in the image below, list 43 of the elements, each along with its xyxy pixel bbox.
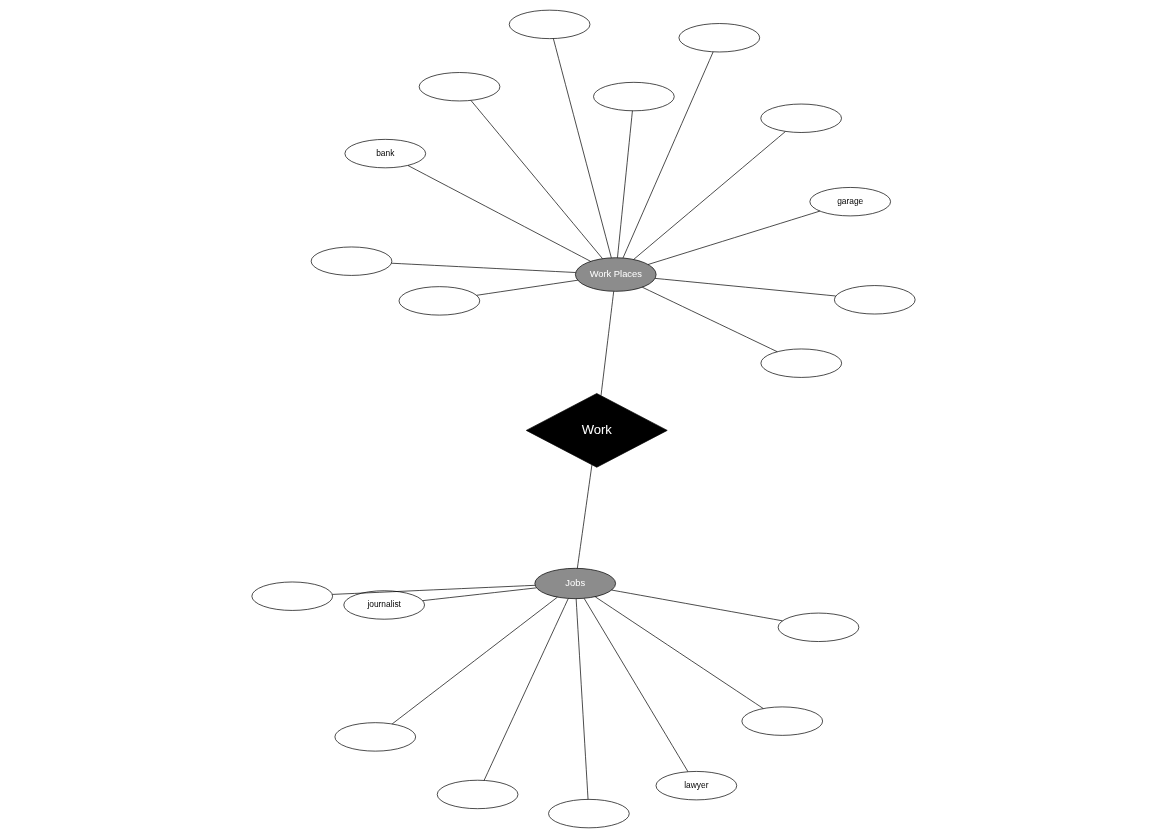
node-ellipse: lawyer (655, 771, 738, 801)
node-ellipse (741, 706, 823, 736)
node-ellipse (678, 23, 761, 53)
connector (642, 286, 778, 353)
connector (654, 278, 837, 297)
connector (647, 210, 821, 265)
connector (600, 291, 615, 396)
node-ellipse: journalist (343, 590, 425, 620)
connector (553, 38, 612, 259)
node-ellipse (777, 612, 860, 642)
node-ellipse (251, 581, 333, 611)
connector (577, 464, 593, 569)
node-ellipse (760, 348, 842, 378)
node-ellipse (834, 285, 916, 315)
connector (583, 598, 689, 773)
node-ellipse (593, 82, 675, 112)
node-ellipse (436, 779, 519, 810)
connector (633, 131, 786, 260)
connector (594, 596, 764, 709)
connector (476, 279, 579, 296)
node-ellipse (418, 72, 501, 102)
connector (391, 262, 576, 273)
connector (470, 100, 603, 259)
node-ellipse: bank (344, 139, 426, 169)
connector (483, 598, 569, 781)
node-ellipse (398, 286, 481, 316)
node-ellipse (508, 9, 591, 39)
connector (332, 584, 536, 595)
connector (391, 596, 558, 725)
connector (575, 598, 589, 800)
node-ellipse: garage (809, 187, 891, 217)
connector (422, 587, 537, 601)
connector (611, 589, 783, 622)
node-ellipse (310, 246, 393, 276)
node-ellipse: Jobs (534, 568, 616, 599)
node-ellipse (760, 103, 842, 133)
connector (622, 51, 714, 259)
connector (617, 110, 633, 258)
node-diamond: Work (525, 393, 668, 468)
node-ellipse: Work Places (575, 257, 657, 292)
connector (407, 165, 591, 262)
node-ellipse (334, 722, 416, 752)
node-ellipse (548, 799, 630, 829)
